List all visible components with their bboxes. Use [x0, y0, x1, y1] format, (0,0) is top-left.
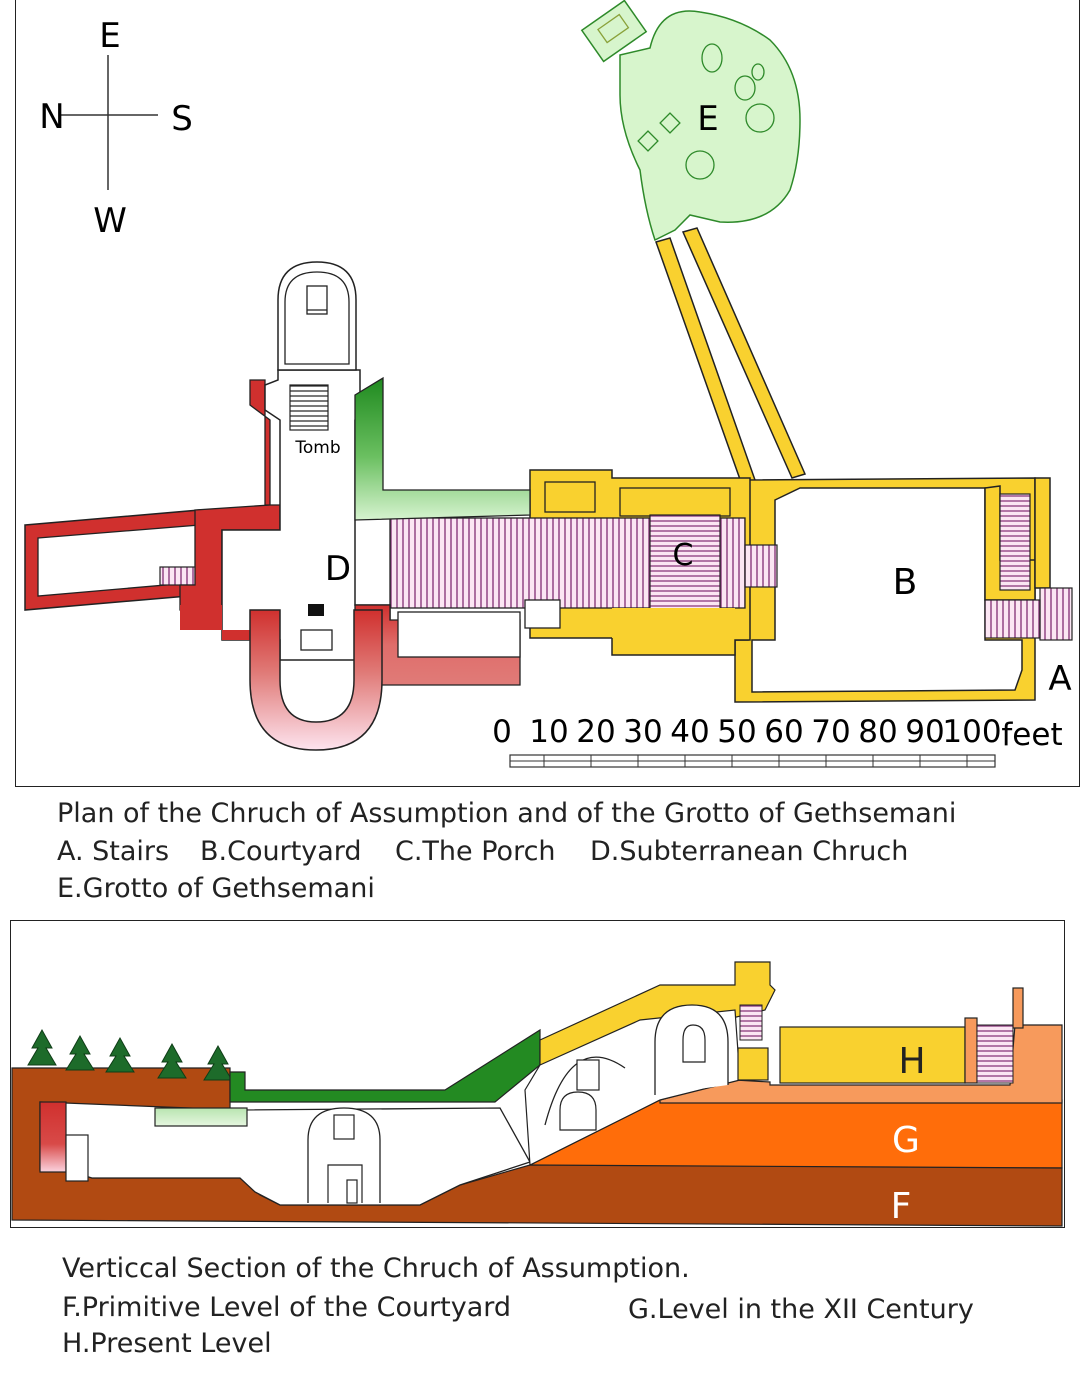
plan-label-d: D [325, 549, 351, 589]
plan-label-e: E [697, 99, 718, 139]
section-legend-h: H.Present Level [62, 1328, 272, 1359]
scale-tick-label: 30 [623, 714, 662, 750]
grotto-corridor [655, 227, 807, 486]
section-caption-title: Verticcal Section of the Chruch of Assum… [62, 1253, 690, 1284]
section-legend-g: G.Level in the XII Century [628, 1294, 974, 1325]
scale-tick-label: 80 [858, 714, 897, 750]
scale-tick-label: 50 [717, 714, 756, 750]
courtyard [734, 477, 1073, 703]
plan-legend-e: E.Grotto of Gethsemani [57, 873, 375, 904]
scale-tick-label: 40 [670, 714, 709, 750]
compass-south-label: S [171, 99, 193, 139]
plan-legend-d: D.Subterranean Chruch [590, 836, 909, 867]
plan-caption-title: Plan of the Chruch of Assumption and of … [57, 798, 957, 829]
compass: E N S W [39, 16, 193, 241]
plan-legend-c: C.The Porch [395, 836, 556, 867]
tomb-label: Tomb [294, 438, 340, 458]
grotto-gethsemani [580, 0, 801, 242]
plan-label-b: B [893, 562, 918, 603]
subterranean-church: Tomb [24, 261, 531, 751]
scale-tick-label: 70 [811, 714, 850, 750]
porch [389, 469, 778, 656]
section-legend-f: F.Primitive Level of the Courtyard [62, 1292, 512, 1323]
plan-legend-a: A. Stairs [57, 836, 170, 867]
plan-label-c: C [673, 538, 694, 573]
scale-tick-label: 90 [905, 714, 944, 750]
scale-tick-label: 60 [764, 714, 803, 750]
scale-unit-label: feet [1001, 717, 1062, 753]
compass-east-label: E [99, 16, 120, 56]
scale-tick-label: 100 [942, 714, 1001, 750]
compass-west-label: W [93, 201, 127, 241]
compass-north-label: N [39, 97, 64, 137]
plan-legend-b: B.Courtyard [200, 836, 362, 867]
plan-drawing: E N S W [24, 0, 1073, 768]
scale-tick-label: 20 [576, 714, 615, 750]
scale-tick-label: 10 [529, 714, 568, 750]
plan-label-a: A [1048, 659, 1071, 699]
section-panel [10, 920, 1065, 1228]
scale-tick-label: 0 [492, 714, 512, 750]
